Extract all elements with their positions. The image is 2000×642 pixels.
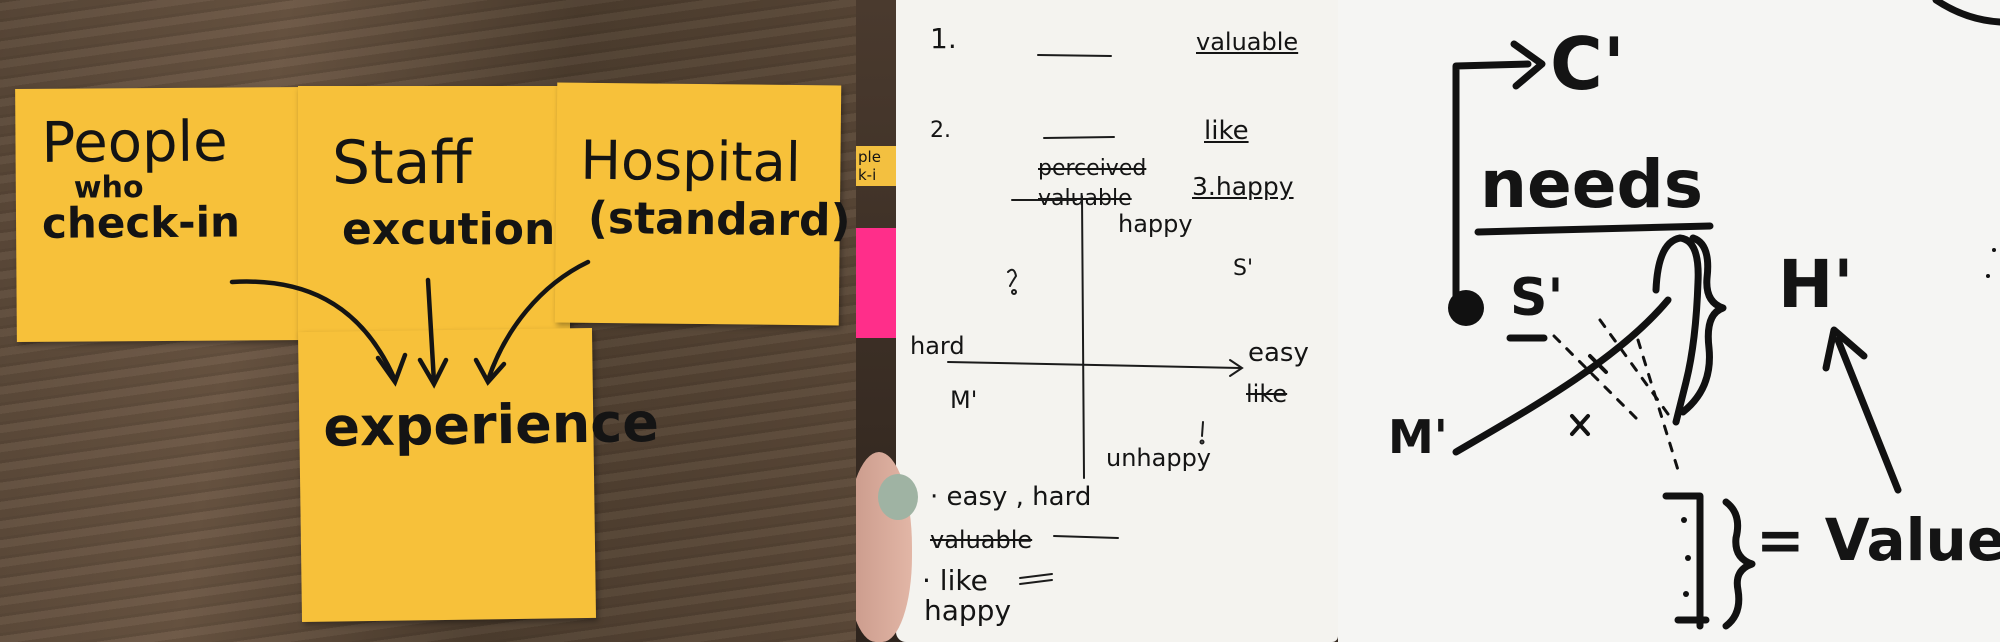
label-like-struck: like bbox=[1246, 380, 1288, 408]
label-valuable-struck: valuable bbox=[1038, 186, 1132, 211]
side-note-fragment-2: k-i bbox=[858, 166, 877, 184]
label-valuable: valuable bbox=[1196, 28, 1299, 56]
label-perceived-struck: perceived bbox=[1038, 156, 1147, 181]
label-s-prime-diagram: S' bbox=[1510, 268, 1564, 328]
note-staff-line1: Staff bbox=[332, 128, 472, 198]
thumb-nail bbox=[878, 474, 918, 520]
label-equals-value: = Value bbox=[1756, 506, 2000, 574]
label-needs: needs bbox=[1480, 146, 1704, 223]
axis-right-easy: easy bbox=[1248, 338, 1309, 368]
axis-top-happy: happy bbox=[1118, 210, 1193, 238]
bullet-happy: happy bbox=[924, 594, 1012, 627]
sketch-paper: 1. valuable 2. like perceived 3.happy va… bbox=[896, 0, 1338, 642]
row-number-1: 1. bbox=[930, 22, 957, 55]
label-m-prime-diagram: M' bbox=[1388, 410, 1448, 464]
bullet-like: · like bbox=[922, 564, 988, 597]
value-diagram-lines bbox=[1448, 0, 2000, 630]
paper-sketch-photo: ple k-i 1. valuable 2. like perceived 3.… bbox=[856, 0, 1338, 642]
label-s-prime: S' bbox=[1233, 256, 1254, 281]
label-m-prime: M' bbox=[950, 386, 978, 414]
side-note-fragment-1: ple bbox=[858, 148, 881, 166]
sticky-note-photo: People who check-in Staff excution Hospi… bbox=[0, 0, 856, 642]
label-like: like bbox=[1204, 116, 1249, 146]
axis-bottom-unhappy: unhappy bbox=[1106, 444, 1212, 472]
row-number-2: 2. bbox=[930, 118, 951, 143]
quadrant-axes bbox=[947, 54, 1244, 585]
bullet-valuable-struck: valuable bbox=[930, 526, 1033, 554]
label-h-prime: H' bbox=[1778, 246, 1854, 323]
note-staff-line2: excution bbox=[342, 204, 556, 255]
axis-left-hard: hard bbox=[910, 332, 965, 360]
value-diagram-photo: C' needs S' H' M' = Value bbox=[1338, 0, 2000, 642]
label-c-prime: C' bbox=[1550, 22, 1625, 106]
side-sticky-note: ple k-i bbox=[856, 146, 898, 186]
sticky-note-staff: Staff excution bbox=[298, 86, 570, 336]
flow-arrows bbox=[229, 259, 591, 389]
pink-sticky-note bbox=[856, 228, 896, 338]
bullet-easy-hard: · easy , hard bbox=[930, 482, 1092, 512]
label-3-happy: 3.happy bbox=[1192, 172, 1294, 201]
